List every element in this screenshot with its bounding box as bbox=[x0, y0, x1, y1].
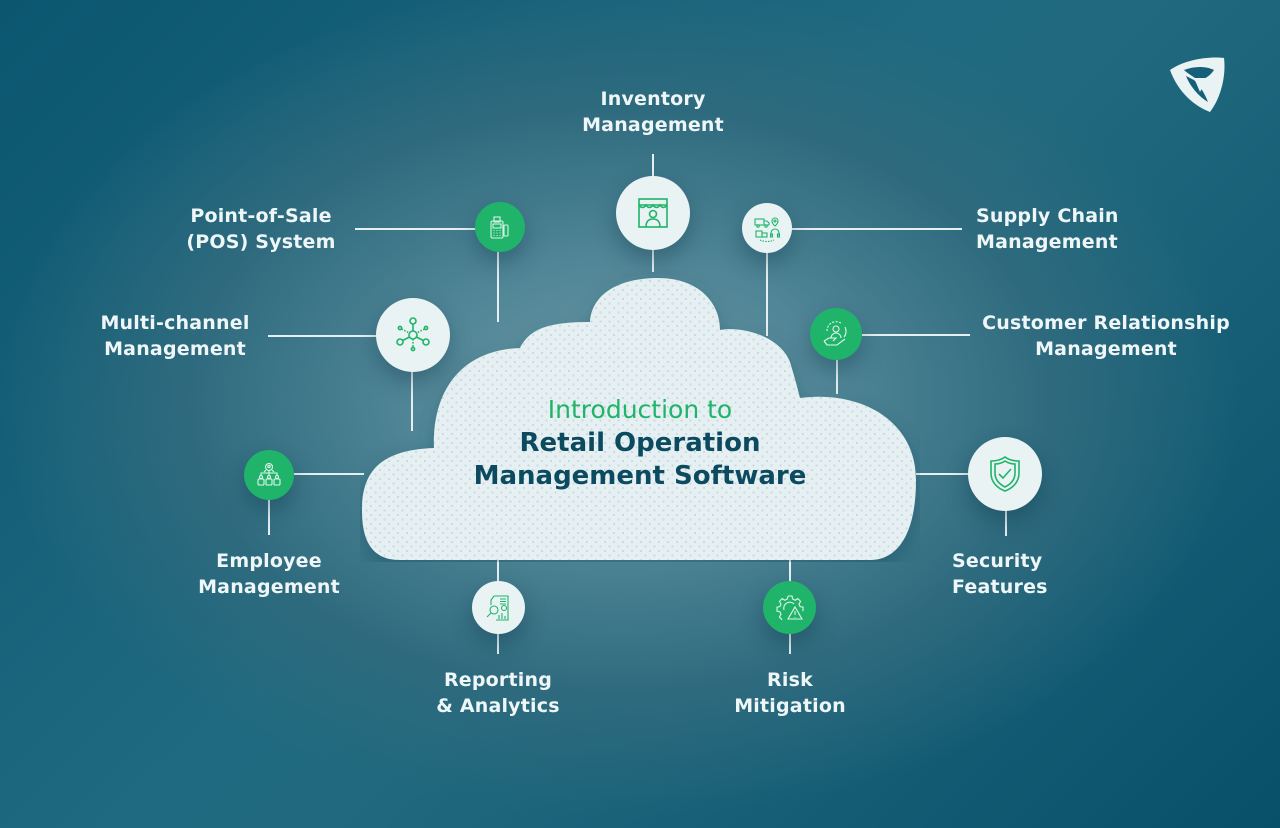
pos-terminal-icon bbox=[490, 216, 509, 239]
shield-check-icon bbox=[990, 456, 1020, 492]
brand-shield-logo-icon bbox=[1170, 57, 1225, 112]
connector-employee-horizontal bbox=[294, 473, 364, 475]
connector-security-vertical bbox=[1005, 510, 1007, 536]
node-supply-chain bbox=[742, 203, 792, 253]
connector-crm-horizontal bbox=[862, 334, 970, 336]
label-risk: Risk Mitigation bbox=[734, 669, 846, 717]
node-reporting bbox=[472, 581, 525, 634]
connector-risk-bottom bbox=[789, 632, 791, 654]
title-main-line2: Management Software bbox=[473, 461, 807, 491]
label-inventory: Inventory Management bbox=[582, 88, 724, 136]
label-pos: Point-of-Sale (POS) System bbox=[186, 205, 336, 253]
connector-reporting-bottom bbox=[497, 632, 499, 654]
connector-supply-horizontal bbox=[790, 228, 962, 230]
node-inventory bbox=[616, 176, 690, 250]
connector-reporting-top bbox=[497, 558, 499, 582]
gear-warning-icon bbox=[775, 594, 804, 620]
connector-crm-vertical bbox=[836, 360, 838, 394]
connector-supply-vertical bbox=[766, 252, 768, 336]
customer-hand-icon bbox=[823, 321, 847, 346]
label-security: Security Features bbox=[952, 550, 1048, 598]
node-risk bbox=[763, 581, 816, 634]
node-employee bbox=[244, 450, 294, 500]
label-reporting: Reporting & Analytics bbox=[436, 669, 560, 717]
connector-inventory-top bbox=[652, 154, 654, 178]
connector-multichannel-vertical bbox=[411, 371, 413, 431]
connector-multichannel-horizontal bbox=[268, 335, 378, 337]
connector-risk-top bbox=[789, 558, 791, 582]
org-chart-icon bbox=[257, 462, 281, 486]
central-cloud bbox=[360, 270, 920, 562]
node-security bbox=[968, 437, 1042, 511]
label-employee: Employee Management bbox=[198, 550, 340, 598]
node-multi-channel bbox=[376, 298, 450, 372]
supply-chain-icon bbox=[754, 217, 781, 243]
connector-inventory-bottom bbox=[652, 248, 654, 272]
brand-logo bbox=[1164, 52, 1230, 118]
connector-pos-horizontal bbox=[355, 228, 477, 230]
connector-security-horizontal bbox=[916, 473, 970, 475]
connector-employee-vertical bbox=[268, 499, 270, 535]
storefront-person-icon bbox=[638, 198, 668, 228]
node-crm bbox=[810, 308, 862, 360]
title-intro: Introduction to bbox=[547, 395, 733, 424]
central-title: Introduction to Retail Operation Managem… bbox=[420, 393, 860, 493]
connector-pos-vertical bbox=[497, 252, 499, 322]
label-multi-channel: Multi-channel Management bbox=[100, 312, 250, 360]
label-crm: Customer Relationship Management bbox=[982, 312, 1230, 360]
node-pos bbox=[475, 202, 525, 252]
title-main-line1: Retail Operation bbox=[519, 428, 761, 458]
report-magnifier-icon bbox=[486, 594, 509, 621]
label-supply-chain: Supply Chain Management bbox=[976, 205, 1119, 253]
network-hub-icon bbox=[396, 317, 430, 352]
